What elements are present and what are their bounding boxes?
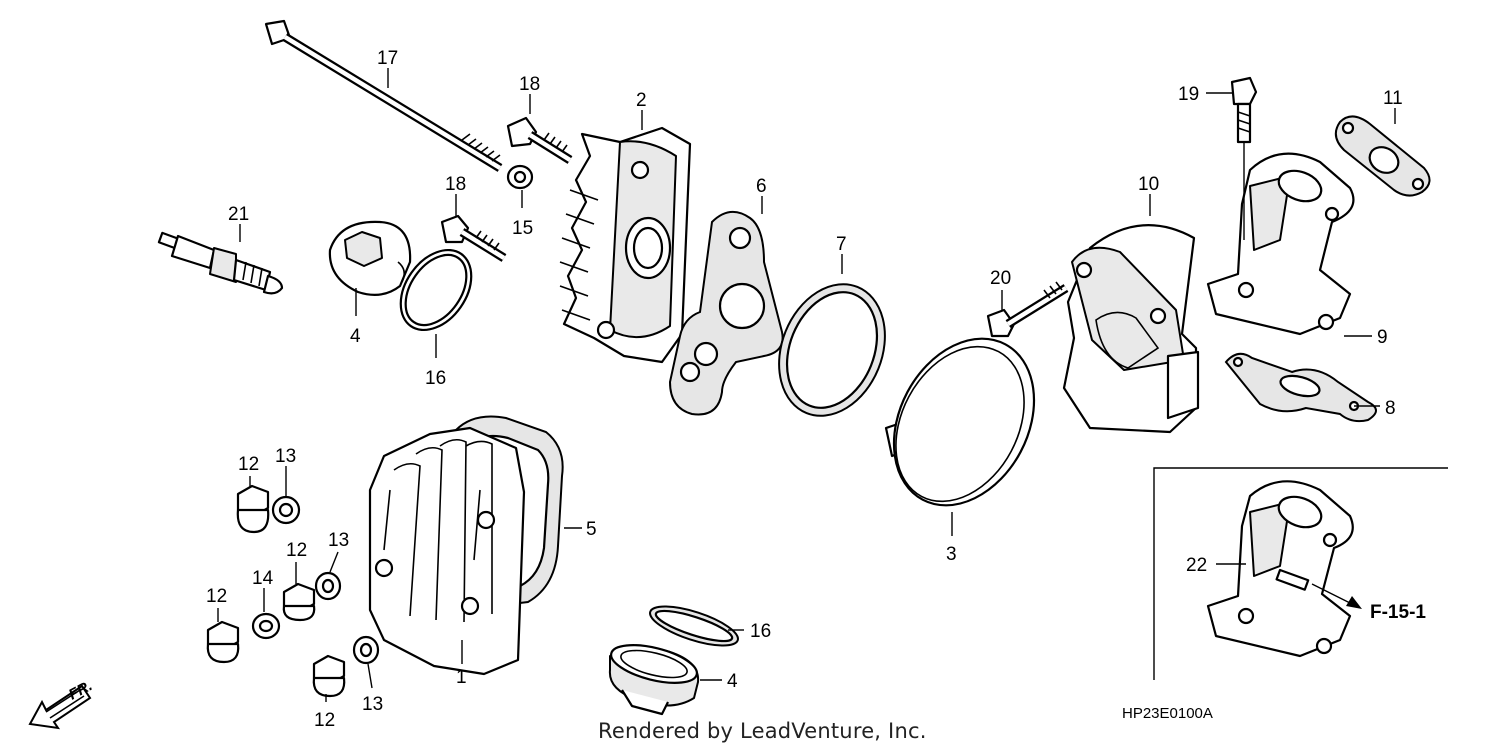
callout-22: 22 xyxy=(1186,555,1207,576)
intake-housing-10[interactable] xyxy=(1062,224,1200,434)
inset-reference-label[interactable]: F-15-1 xyxy=(1370,602,1426,623)
callout-14: 14 xyxy=(252,568,274,589)
bolt-19[interactable] xyxy=(1230,76,1258,144)
callout-10: 10 xyxy=(1138,174,1159,195)
stud-bolt-17[interactable] xyxy=(264,19,503,172)
callout-21: 21 xyxy=(228,204,249,225)
gasket-6[interactable] xyxy=(668,211,784,416)
callout-1: 1 xyxy=(456,667,467,688)
callout-18-upper: 18 xyxy=(519,74,540,95)
inset-frame xyxy=(1153,467,1448,680)
callout-15: 15 xyxy=(512,218,533,239)
bolt-20[interactable] xyxy=(986,281,1069,338)
front-arrow-icon xyxy=(28,684,92,730)
callout-18-lower: 18 xyxy=(445,174,466,195)
spark-plug-21[interactable] xyxy=(157,231,284,295)
callout-17: 17 xyxy=(377,48,398,69)
washer-13-c[interactable] xyxy=(352,635,380,665)
o-ring-16-upper[interactable] xyxy=(386,237,486,343)
cap-nut-12-d[interactable] xyxy=(312,654,346,698)
callout-20: 20 xyxy=(990,268,1011,289)
washer-13-b[interactable] xyxy=(314,571,342,601)
flange-bolt-18-upper[interactable] xyxy=(506,116,573,164)
cap-nut-12-c[interactable] xyxy=(206,620,240,664)
o-ring-16-lower[interactable] xyxy=(646,598,742,653)
callout-7: 7 xyxy=(836,234,847,255)
washer-15[interactable] xyxy=(506,164,534,190)
callout-13-b: 13 xyxy=(328,530,349,551)
callout-4-upper: 4 xyxy=(350,326,361,347)
callout-11: 11 xyxy=(1383,88,1403,109)
cylinder-head-cover-1[interactable] xyxy=(368,426,526,676)
callout-13-c: 13 xyxy=(362,694,383,715)
washer-13-a[interactable] xyxy=(271,495,301,525)
callout-12-d: 12 xyxy=(314,710,335,731)
diagram-code: HP23E0100A xyxy=(1122,705,1213,722)
flange-bolt-18-lower[interactable] xyxy=(440,214,507,262)
plug-cap-4-lower[interactable] xyxy=(607,638,700,716)
callout-3: 3 xyxy=(946,544,957,565)
gasket-8[interactable] xyxy=(1224,352,1377,423)
callout-2: 2 xyxy=(636,90,647,111)
intake-pipe-9[interactable] xyxy=(1206,152,1355,336)
washer-14[interactable] xyxy=(251,612,281,640)
callout-6: 6 xyxy=(756,176,767,197)
cylinder-side-cover-2[interactable] xyxy=(559,126,692,364)
intake-pipe-22[interactable] xyxy=(1206,480,1354,658)
callout-13-a: 13 xyxy=(275,446,296,467)
callout-16-lower: 16 xyxy=(750,621,771,642)
callout-12-c: 12 xyxy=(206,586,227,607)
callout-8: 8 xyxy=(1385,398,1396,419)
reference-arrow xyxy=(1311,583,1362,609)
callout-4-lower: 4 xyxy=(727,671,738,692)
callout-19: 19 xyxy=(1178,84,1199,105)
cap-nut-12-a[interactable] xyxy=(236,484,270,534)
round-cover-3[interactable] xyxy=(866,314,1062,529)
callout-16-upper: 16 xyxy=(425,368,446,389)
o-ring-gasket-7[interactable] xyxy=(760,268,904,432)
callout-labels: 17 18 2 18 15 21 6 7 10 11 19 20 9 8 4 1… xyxy=(206,48,1403,731)
callout-leaders xyxy=(217,68,1396,702)
callout-9: 9 xyxy=(1377,327,1388,348)
gasket-11[interactable] xyxy=(1334,115,1431,197)
plug-cap-4-upper[interactable] xyxy=(328,220,412,297)
callout-12-a: 12 xyxy=(238,454,259,475)
callout-12-b: 12 xyxy=(286,540,307,561)
callout-5: 5 xyxy=(586,519,597,540)
cap-nut-12-b[interactable] xyxy=(282,582,316,622)
credit-text: Rendered by LeadVenture, Inc. xyxy=(598,719,927,743)
